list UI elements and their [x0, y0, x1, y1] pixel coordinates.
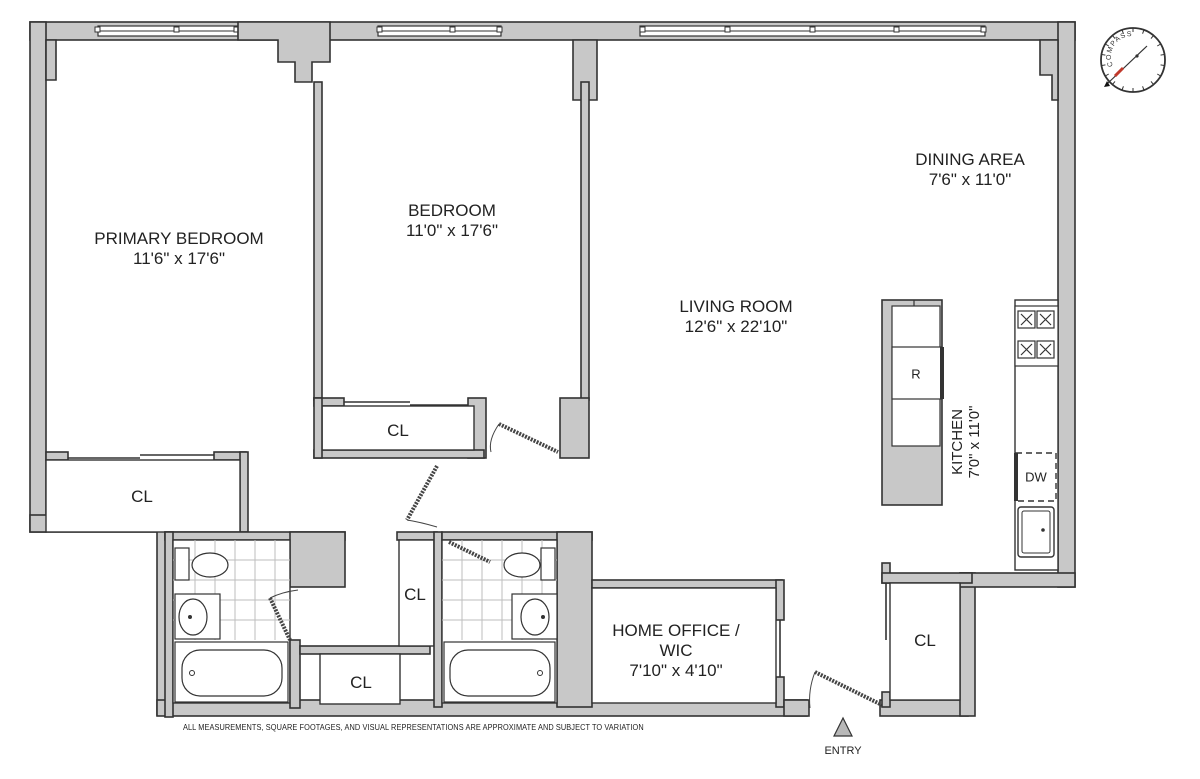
- room-living-room: LIVING ROOM 12'6" x 22'10": [679, 297, 792, 337]
- bath-left-door[interactable]: [268, 597, 292, 641]
- room-bedroom: BEDROOM 11'0" x 17'6": [406, 201, 498, 241]
- entry-label: ENTRY: [824, 745, 862, 757]
- dishwasher-label: DW: [1025, 469, 1047, 485]
- pier-bedroom-door: [559, 397, 590, 459]
- wall-segment: [289, 639, 301, 709]
- hall-door[interactable]: [405, 465, 439, 521]
- room-name: PRIMARY BEDROOM: [94, 229, 264, 248]
- entry-door[interactable]: [814, 670, 883, 707]
- room-dims: 7'6" x 11'0": [928, 170, 1012, 189]
- room-dims: 7'10" x 4'10": [629, 661, 723, 680]
- closet-hall-bottom: CL: [350, 673, 372, 692]
- refrigerator-label: R: [911, 366, 921, 382]
- room-dims: 7'0" x 11'0": [966, 405, 983, 479]
- closet-bedroom: CL: [387, 421, 409, 440]
- home-office-walls: [591, 579, 810, 717]
- room-dims: 11'6" x 17'6": [133, 249, 225, 268]
- entry-closet-walls: [881, 562, 973, 708]
- room-dining-area: DINING AREA 7'6" x 11'0": [915, 150, 1025, 190]
- kitchen-counter: [1014, 299, 1059, 571]
- closet-primary: CL: [131, 487, 153, 506]
- room-kitchen: KITCHEN 7'0" x 11'0": [949, 406, 983, 479]
- kitchen-fridge-block: [881, 299, 944, 506]
- room-name: BEDROOM: [408, 201, 496, 220]
- wall-bedroom-living: [580, 81, 590, 401]
- room-dims: 12'6" x 22'10": [684, 317, 788, 336]
- bath-right-door[interactable]: [448, 540, 491, 564]
- bedroom-closet-walls: [313, 397, 487, 459]
- bathroom-right: [441, 531, 593, 708]
- room-dims: 11'0" x 17'6": [406, 221, 498, 240]
- wall-primary-bedroom: [313, 81, 323, 401]
- bedroom-door[interactable]: [498, 422, 559, 454]
- disclaimer: ALL MEASUREMENTS, SQUARE FOOTAGES, AND V…: [183, 723, 644, 732]
- columns: [45, 21, 1059, 101]
- room-primary-bedroom: PRIMARY BEDROOM 11'6" x 17'6": [94, 229, 263, 269]
- room-name: KITCHEN: [949, 409, 966, 475]
- hall-closet-bottom-walls: [299, 645, 431, 705]
- closet-entry: CL: [914, 631, 936, 650]
- entry-arrow-icon: [833, 716, 853, 737]
- windows: [94, 25, 987, 37]
- room-name: DINING AREA: [915, 150, 1025, 169]
- room-name-2: WIC: [659, 641, 693, 660]
- hall-closet-vertical-walls: [396, 531, 443, 708]
- primary-closet-walls: [45, 451, 249, 533]
- bathroom-left: [164, 531, 346, 718]
- closet-hall-vertical: CL: [404, 585, 426, 604]
- compass-icon: COMPASS: [1100, 27, 1166, 93]
- room-home-office: HOME OFFICE / WIC 7'10" x 4'10": [612, 621, 740, 681]
- room-name: LIVING ROOM: [679, 297, 793, 316]
- room-name: HOME OFFICE /: [612, 621, 740, 640]
